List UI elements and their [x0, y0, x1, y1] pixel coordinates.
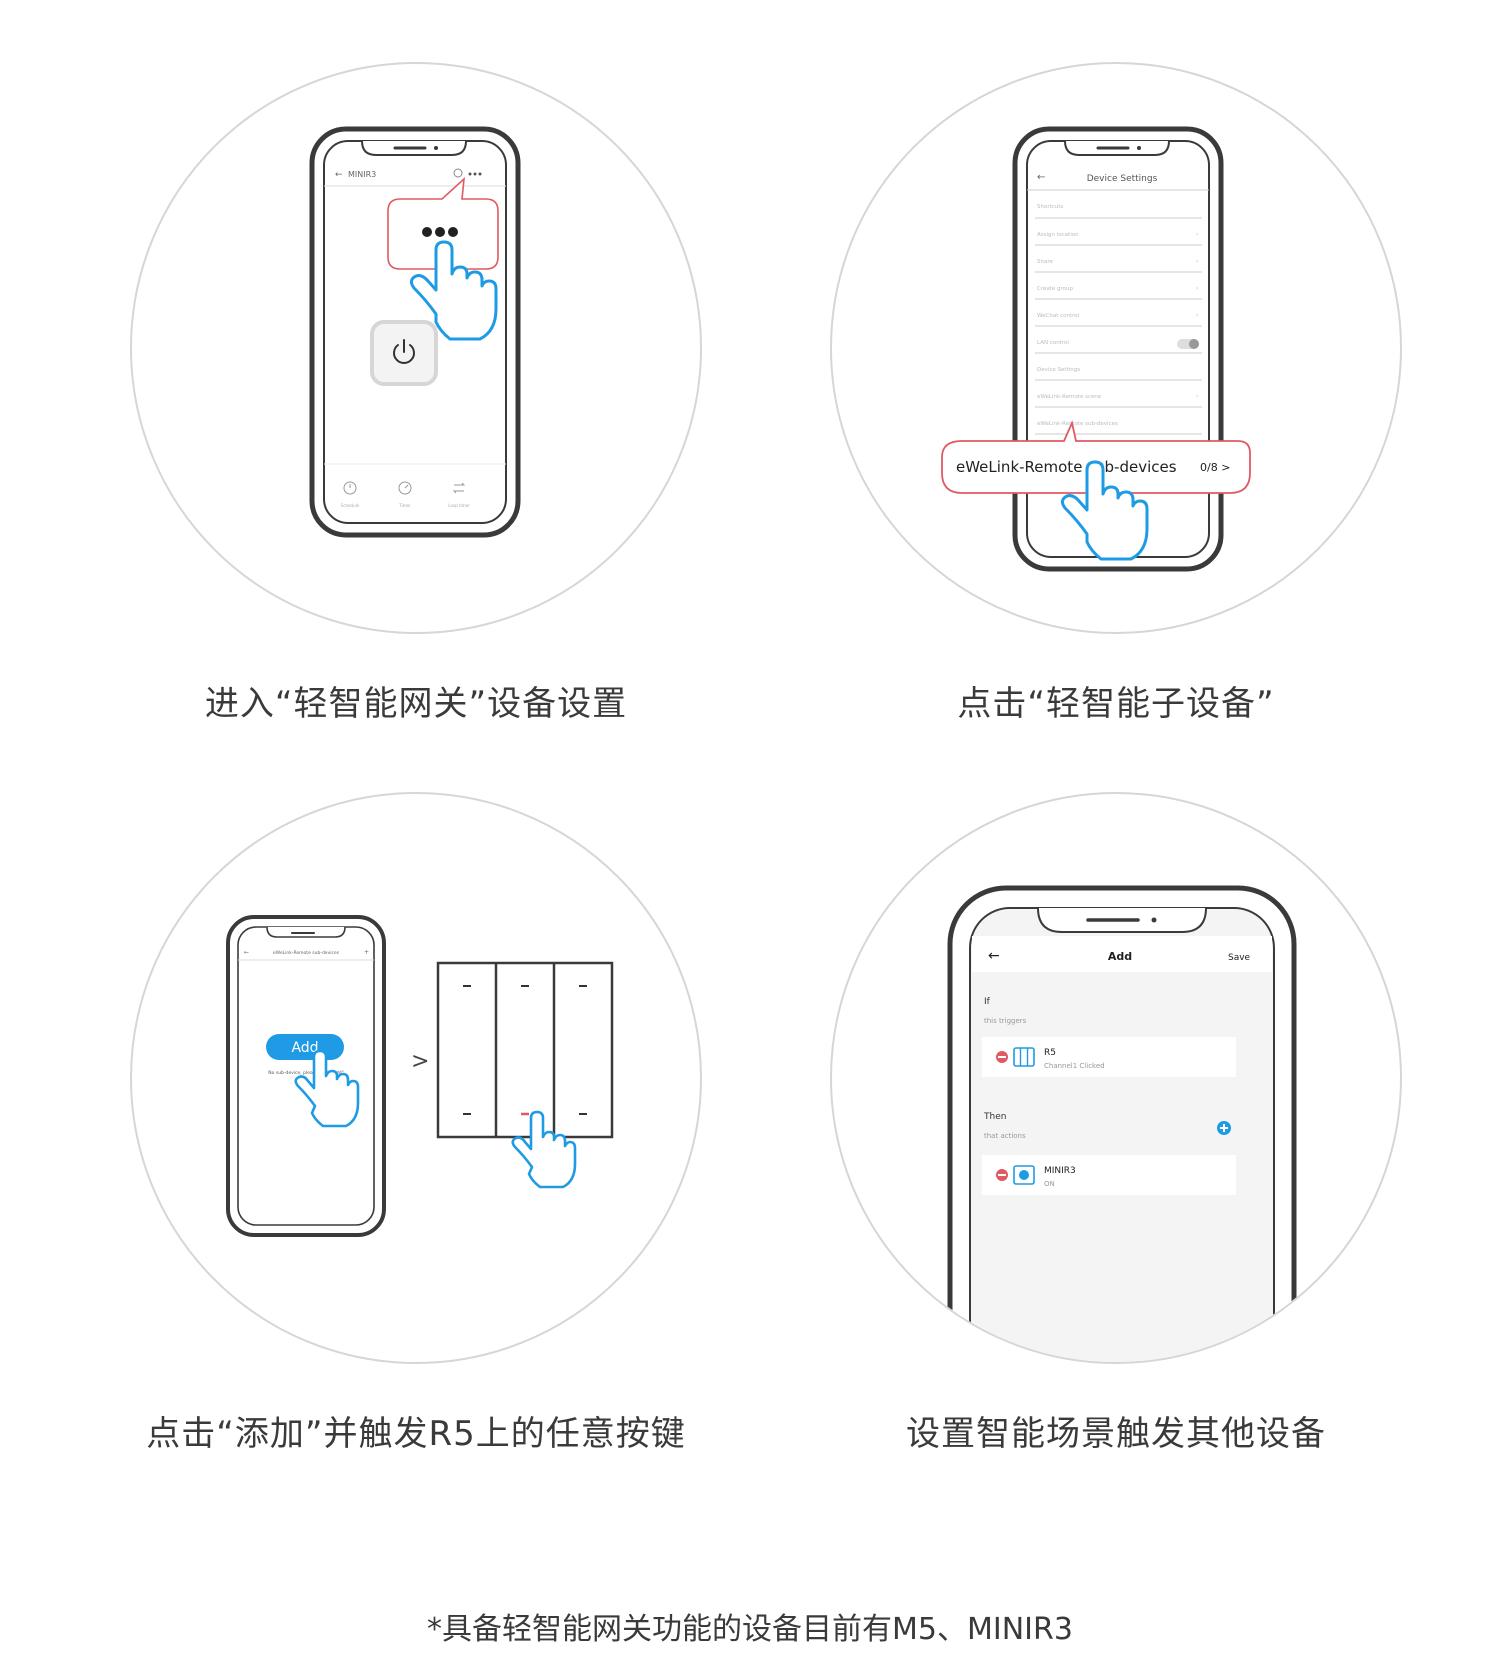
- action-detail: ON: [1044, 1180, 1055, 1188]
- trigger-name: R5: [1044, 1048, 1056, 1058]
- schedule-tab-icon[interactable]: [343, 481, 357, 495]
- settings-row-label[interactable]: Assign location: [1037, 232, 1079, 238]
- settings-row-label[interactable]: eWeLink-Remote sub-devices: [1037, 421, 1118, 427]
- tab-loop-timer-label: Loop timer: [448, 503, 470, 508]
- then-label: Then: [983, 1112, 1006, 1122]
- timer-tab-icon[interactable]: [398, 481, 412, 495]
- settings-row-label: LAN control: [1037, 340, 1069, 346]
- back-arrow-icon[interactable]: ←: [988, 948, 1000, 964]
- settings-row-label: Device Settings: [1037, 367, 1080, 373]
- svg-text:←: ←: [1037, 172, 1045, 183]
- settings-row-label[interactable]: Share: [1037, 259, 1053, 265]
- tap-hand-icon: [409, 240, 498, 341]
- tap-hand-icon: [294, 1049, 360, 1128]
- phone-title: eWeLink-Remote sub-devices: [273, 950, 340, 956]
- step-2-caption: 点击“轻智能子设备”: [957, 684, 1275, 724]
- power-icon: [393, 339, 415, 364]
- step-4-caption: 设置智能场景触发其他设备: [906, 1414, 1326, 1454]
- more-dots-icon[interactable]: [422, 227, 458, 237]
- svg-text:›: ›: [1196, 393, 1198, 400]
- svg-text:←: ←: [335, 170, 343, 180]
- tab-timer-label: Timer: [398, 503, 411, 508]
- step-1-caption: 进入“轻智能网关”设备设置: [204, 684, 628, 724]
- settings-row-label: Shortcuts: [1037, 204, 1063, 210]
- settings-row-label[interactable]: WeChat control: [1037, 313, 1080, 319]
- svg-text:›: ›: [1196, 312, 1198, 319]
- callout-count: 0/8 >: [1200, 461, 1230, 474]
- svg-text:›: ›: [1196, 231, 1198, 238]
- svg-text:›: ›: [1196, 258, 1198, 265]
- tab-schedule-label: Schedule: [341, 503, 360, 508]
- more-menu-callout: [387, 177, 499, 270]
- svg-text:←: ←: [244, 949, 249, 956]
- step-1-illustration: ← MINIR3 Schedule Timer L: [130, 62, 702, 634]
- if-sublabel: this triggers: [984, 1017, 1027, 1025]
- add-button-label: Add: [291, 1040, 318, 1056]
- chevron-right-icon: › › › › ›: [1196, 231, 1198, 400]
- callout-label: eWeLink-Remote sub-devices: [956, 458, 1177, 476]
- trigger-detail: Channel1 Clicked: [1044, 1062, 1105, 1070]
- arrow-right-icon: >: [411, 1049, 429, 1074]
- step-2-illustration: ← Device Settings Shortcuts Assign locat…: [830, 62, 1402, 634]
- save-button[interactable]: Save: [1228, 953, 1251, 963]
- then-sublabel: that actions: [984, 1132, 1026, 1140]
- phone-title: MINIR3: [348, 170, 376, 179]
- loop-timer-tab-icon[interactable]: [452, 482, 466, 494]
- r5-remote-switch[interactable]: [436, 961, 614, 1139]
- phone-title: Device Settings: [1087, 174, 1158, 184]
- svg-text:›: ›: [1196, 285, 1198, 292]
- settings-row-label[interactable]: eWeLink-Remote scene: [1037, 394, 1102, 400]
- tap-hand-icon: [1060, 460, 1149, 561]
- if-label: If: [984, 997, 991, 1007]
- step-4-illustration: ← Add Save If this triggers R5 Channel1 …: [830, 792, 1402, 1364]
- action-name: MINIR3: [1044, 1166, 1076, 1176]
- footnote: *具备轻智能网关功能的设备目前有M5、MINIR3: [427, 1612, 1073, 1647]
- tap-hand-icon: [511, 1110, 577, 1189]
- sub-devices-callout[interactable]: [941, 420, 1251, 494]
- step-3-caption: 点击“添加”并触发R5上的任意按键: [146, 1414, 686, 1454]
- r5-device-icon: [1013, 1047, 1035, 1067]
- minir3-device-icon: [1013, 1165, 1035, 1185]
- phone-title: Add: [1108, 950, 1132, 963]
- empty-hint: No sub-device, please click "Add": [268, 1070, 343, 1076]
- settings-row-label[interactable]: Create group: [1037, 286, 1074, 292]
- svg-text:+: +: [364, 949, 369, 956]
- step-3-illustration: ← eWeLink-Remote sub-devices + Add No su…: [130, 792, 702, 1364]
